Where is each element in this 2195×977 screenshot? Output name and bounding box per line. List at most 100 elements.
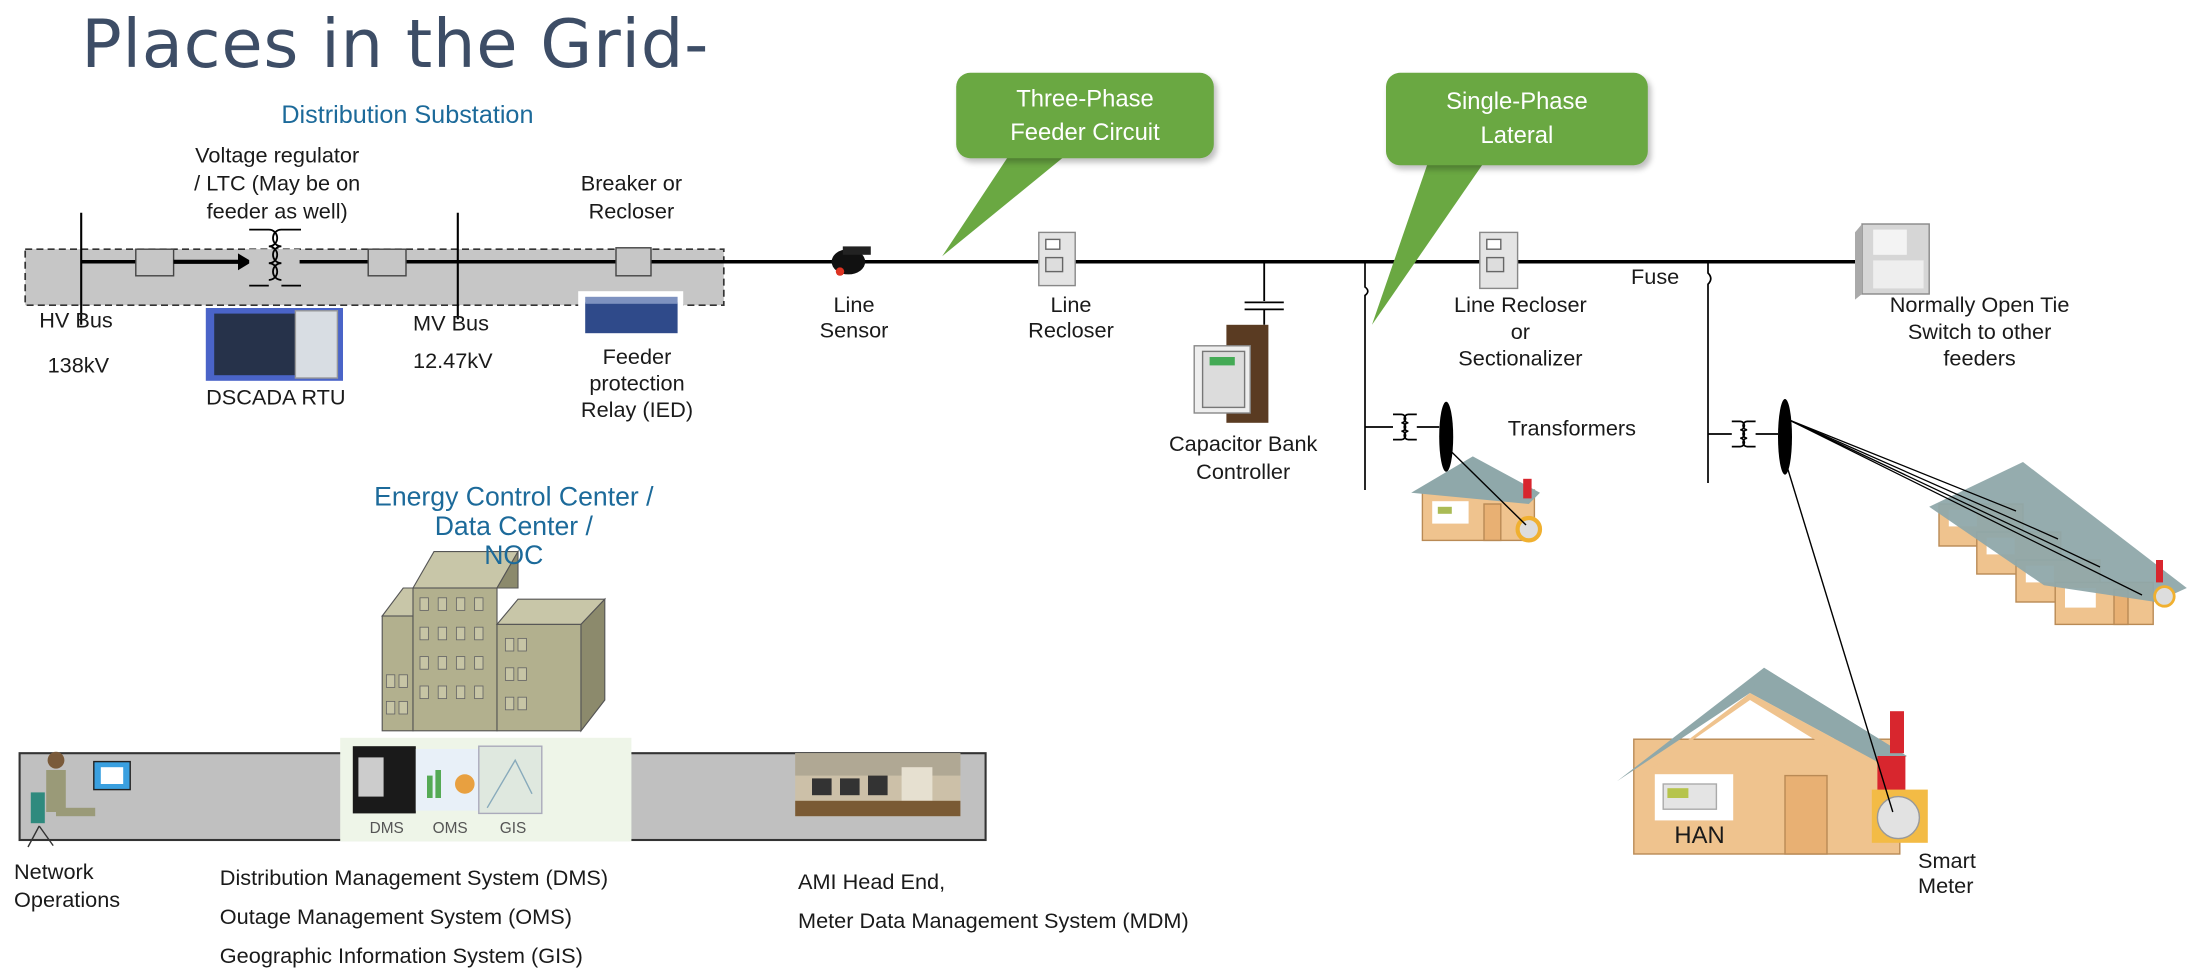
small-house-image	[1411, 456, 1543, 543]
label-line: Recloser	[588, 200, 675, 224]
network-operations-label: Network Operations	[14, 860, 120, 916]
building-window	[398, 700, 408, 715]
pole-2-icon	[1778, 399, 1792, 475]
regulator-background	[249, 249, 300, 278]
label-line: Relay (IED)	[580, 399, 694, 423]
control-center-heading: Energy Control Center / Data Center / NO…	[374, 483, 653, 571]
label-line: Capacitor Bank	[1169, 432, 1318, 457]
label-line: Operations	[14, 889, 121, 913]
building-window	[437, 685, 448, 700]
callout-line: Three-Phase	[1016, 84, 1154, 112]
substation-heading: Distribution Substation	[281, 100, 534, 129]
lateral-1	[1364, 261, 1369, 490]
label-line: Line Recloser	[1454, 294, 1587, 318]
line-sensor-label: Line Sensor	[820, 294, 889, 344]
building-window	[455, 626, 466, 641]
system-item: Geographic Information System (GIS)	[219, 945, 583, 969]
mv-voltage-label: 12.47kV	[413, 350, 493, 374]
building-window	[419, 626, 429, 641]
label-line: feeders	[1943, 347, 2016, 371]
building-window	[517, 667, 527, 681]
breaker-label: Breaker or Recloser	[581, 171, 682, 227]
switch-box-2	[367, 248, 407, 277]
screen-label-dms: DMS	[369, 820, 404, 838]
callout-three-phase: Three-Phase Feeder Circuit	[956, 72, 1214, 159]
building-window	[474, 656, 484, 670]
building-window	[398, 674, 408, 688]
tie-switch-label: Normally Open Tie Switch to other feeder…	[1890, 293, 2070, 373]
capacitor-label: Capacitor Bank Controller	[1169, 431, 1317, 487]
label-line: Voltage regulator	[195, 144, 360, 168]
house-row-image	[1929, 462, 2187, 626]
label-line: Smart	[1918, 849, 1976, 874]
ami-label: AMI Head End, Meter Data Management Syst…	[798, 864, 1189, 942]
label-line: Switch to other	[1907, 320, 2052, 345]
building-window	[517, 696, 527, 711]
system-item: Outage Management System (OMS)	[219, 905, 572, 930]
network-operator-icon	[27, 751, 131, 848]
heading-line: Data Center /	[434, 512, 593, 542]
building-window	[474, 626, 484, 641]
building-window	[455, 656, 466, 670]
building-window	[504, 696, 515, 711]
building-windows	[385, 597, 527, 715]
transformer-1-icon	[1364, 413, 1440, 441]
label-line: Meter	[1918, 875, 1974, 899]
transformers-label: Transformers	[1507, 417, 1637, 441]
building-window	[419, 597, 429, 611]
label-line: Line	[833, 294, 875, 318]
building-window	[474, 685, 484, 700]
page-title: Places in the Grid-	[81, 5, 710, 85]
callout-tail-single-phase	[1372, 162, 1484, 325]
callout-line: Lateral	[1480, 121, 1554, 149]
relay-label: Feeder protection Relay (IED)	[581, 344, 693, 424]
ami-line: Meter Data Management System (MDM)	[798, 910, 1189, 934]
heading-line: NOC	[484, 541, 544, 572]
callout-line: Feeder Circuit	[1010, 118, 1160, 145]
dms-oms-gis-screens-image	[340, 737, 632, 842]
building-window	[437, 626, 448, 641]
fuse-label: Fuse	[1631, 266, 1680, 290]
hv-bus-label: HV Bus	[39, 309, 113, 334]
heading-line: Energy Control Center /	[374, 483, 654, 513]
building-window	[474, 597, 484, 611]
data-center-building-icon	[381, 549, 607, 733]
callout-single-phase: Single-Phase Lateral	[1386, 72, 1648, 166]
label-line: / LTC (May be on	[194, 172, 361, 196]
breaker-box	[615, 247, 652, 277]
smart-meter-label: Smart Meter	[1918, 850, 1976, 900]
building-window	[437, 656, 448, 670]
sectionalizer-image	[1479, 231, 1519, 290]
label-line: protection	[589, 372, 685, 397]
label-line: or	[1510, 320, 1531, 345]
label-line: Normally Open Tie	[1889, 294, 2070, 318]
ami-line: AMI Head End,	[798, 870, 946, 895]
voltage-regulator-label: Voltage regulator / LTC (May be on feede…	[194, 143, 360, 227]
label-line: feeder as well)	[206, 200, 348, 224]
dscada-rtu-image	[205, 308, 343, 381]
line-recloser-label: Line Recloser	[1028, 294, 1114, 344]
regulator-transformer-icon	[249, 228, 301, 287]
feeder-relay-image	[578, 291, 684, 343]
capacitor-controller-image	[1193, 324, 1269, 423]
label-line: Controller	[1196, 460, 1291, 485]
switch-box-1	[135, 248, 175, 277]
label-line: Sectionalizer	[1458, 347, 1583, 371]
arrow-head	[238, 253, 252, 271]
building-window	[455, 597, 466, 611]
screen-label-gis: GIS	[499, 820, 527, 838]
label-line: Feeder	[602, 345, 672, 370]
pole-1-icon	[1439, 401, 1454, 472]
label-line: Network	[14, 861, 94, 885]
service-drops-row	[1788, 419, 2143, 596]
han-label: HAN	[1674, 821, 1725, 849]
callout-line: Single-Phase	[1446, 88, 1588, 115]
ami-head-end-image	[795, 753, 961, 817]
building-window	[504, 637, 515, 652]
service-drop-main	[1787, 468, 1894, 813]
system-item: Distribution Management System (DMS)	[219, 866, 609, 891]
systems-list: Distribution Management System (DMS) Out…	[220, 860, 608, 977]
label-line: Line	[1050, 294, 1092, 318]
building-window	[437, 597, 448, 611]
building-window	[385, 674, 396, 688]
